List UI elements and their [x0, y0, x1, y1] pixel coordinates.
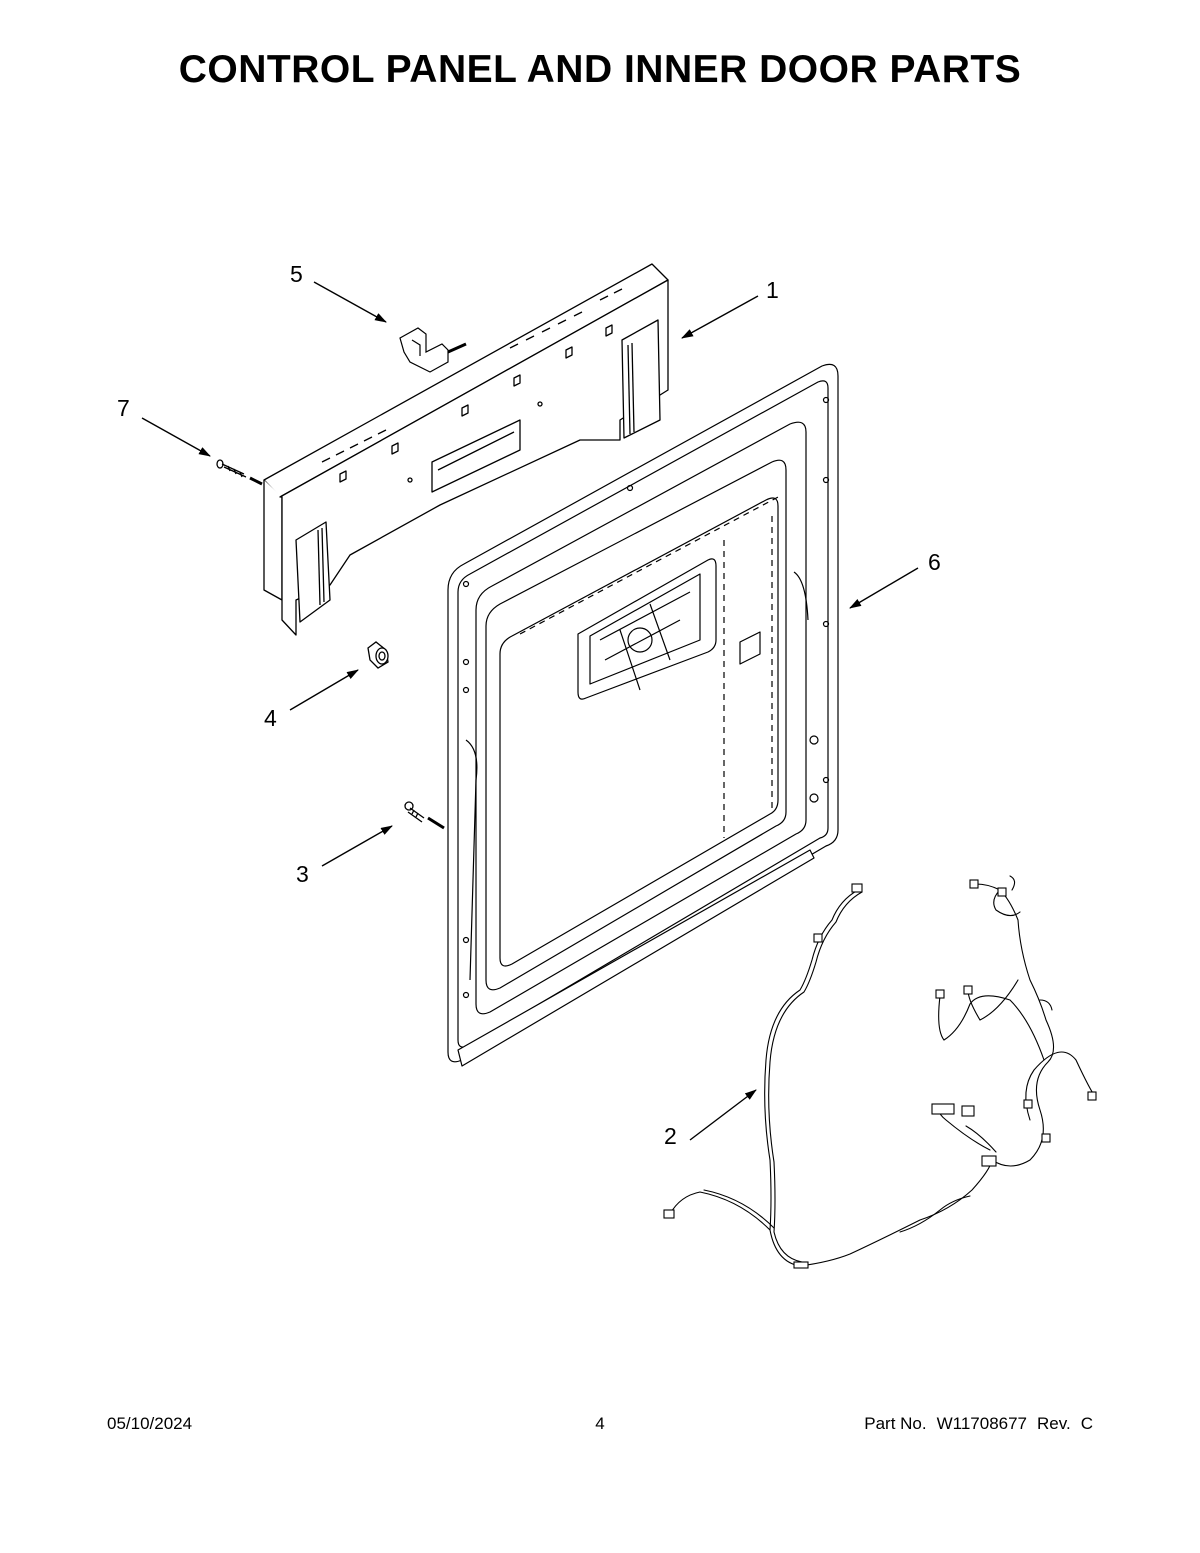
callout-2: 2 [664, 1123, 677, 1149]
page-title: CONTROL PANEL AND INNER DOOR PARTS [178, 48, 1022, 91]
wire-harness-part [663, 875, 1097, 1269]
footer-part-info: Part No. W11708677 Rev. C [864, 1414, 1093, 1434]
part-no-value: W11708677 [936, 1414, 1028, 1433]
control-panel-part [263, 263, 669, 636]
footer-date: 05/10/2024 [107, 1414, 193, 1433]
callout-arrows [141, 281, 919, 1141]
callout-arrow-3 [321, 825, 393, 867]
callout-4: 4 [264, 705, 277, 731]
callout-arrow-4 [289, 669, 359, 711]
inner-door-part [447, 363, 839, 1067]
door-screw-part [404, 801, 445, 830]
callout-arrow-2 [689, 1089, 757, 1141]
callout-7: 7 [117, 395, 130, 421]
rev-value: C [1080, 1414, 1093, 1433]
footer-page-number: 4 [595, 1414, 605, 1433]
callout-1: 1 [766, 277, 779, 303]
rev-label: Rev. [1037, 1414, 1071, 1433]
callout-arrow-6 [849, 567, 919, 609]
control-switch-part [399, 327, 467, 373]
callout-arrow-1 [681, 295, 759, 339]
panel-screw-part [216, 459, 263, 486]
callout-6: 6 [928, 549, 941, 575]
callout-arrow-7 [141, 417, 211, 457]
callout-5: 5 [290, 261, 303, 287]
part-no-label: Part No. [864, 1414, 927, 1433]
door-bumper-part [367, 641, 389, 669]
callout-3: 3 [296, 861, 309, 887]
callout-arrow-5 [313, 281, 387, 323]
